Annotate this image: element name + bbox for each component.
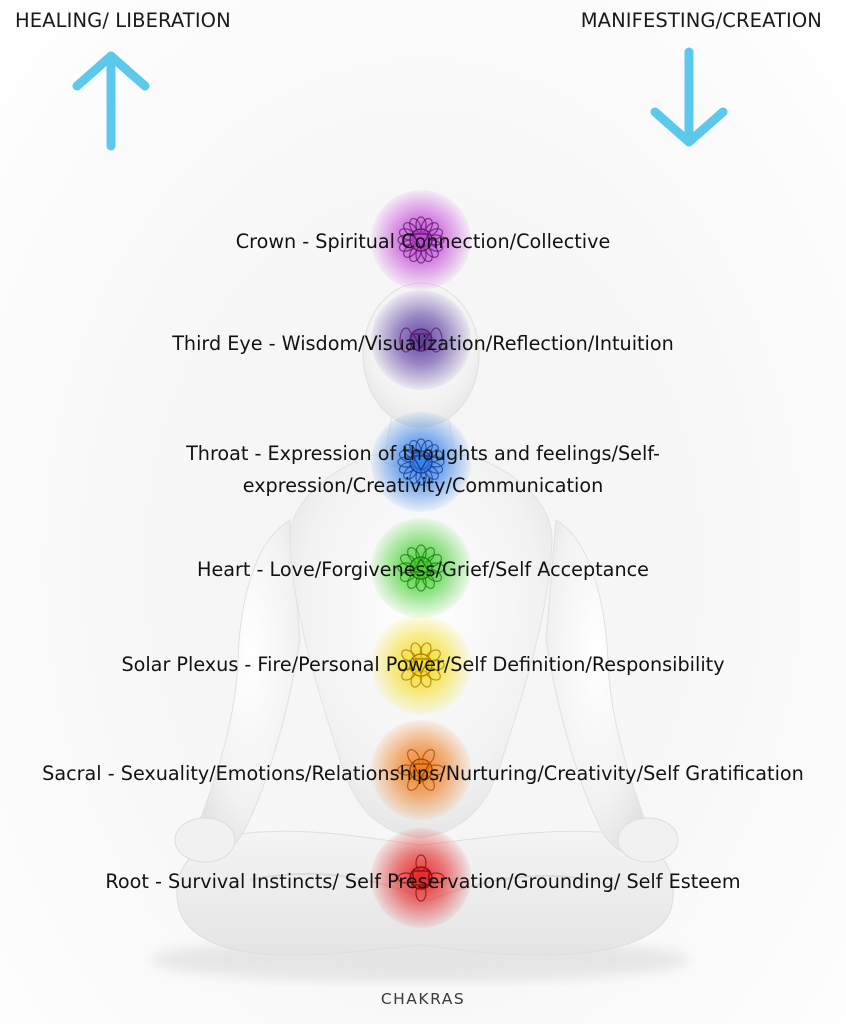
chakra-text: Solar Plexus - Fire/Personal Power/Self … — [121, 653, 725, 676]
right-hand — [617, 817, 679, 863]
chakra-text: Sacral - Sexuality/Emotions/Relationship… — [42, 762, 804, 785]
arrow-down-icon — [650, 47, 728, 147]
heart-chakra-icon — [397, 544, 445, 592]
sacral-chakra-icon — [397, 749, 445, 791]
chakra-text: Root - Survival Instincts/ Self Preserva… — [105, 870, 741, 893]
healing-liberation-label: HEALING/ LIBERATION — [15, 9, 231, 32]
left-hand — [174, 817, 236, 863]
chakra-text: Third Eye - Wisdom/Visualization/Reflect… — [172, 332, 674, 355]
third-eye-chakra-icon — [399, 327, 443, 353]
manifesting-creation-label: MANIFESTING/CREATION — [580, 9, 822, 32]
throat-chakra-icon — [397, 438, 445, 486]
arrow-up-icon — [72, 51, 150, 151]
crown-chakra-lotus-icon — [397, 216, 445, 264]
chakra-text: Crown - Spiritual Connection/Collective — [235, 230, 611, 253]
chakra-text: Throat - Expression of thoughts and feel… — [186, 442, 660, 497]
solar-plexus-chakra-icon — [397, 642, 445, 688]
chakra-text: Heart - Love/Forgiveness/Grief/Self Acce… — [197, 558, 649, 581]
chakras-caption: CHAKRAS — [380, 990, 466, 1008]
root-chakra-icon — [397, 854, 445, 902]
